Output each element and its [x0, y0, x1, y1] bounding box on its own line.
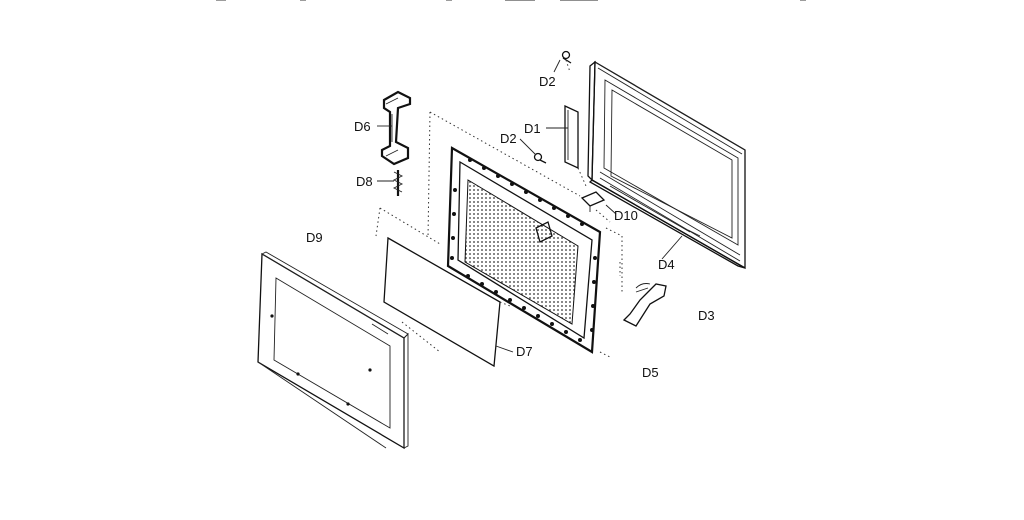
film-sheet-d7: [383, 236, 511, 368]
screw-d2-top: [561, 50, 572, 73]
label-d6: D6: [354, 119, 371, 134]
label-d9: D9: [306, 230, 323, 245]
label-d4: D4: [658, 257, 675, 272]
label-d2-top: D2: [539, 74, 556, 89]
screw-d2-middle: [533, 152, 547, 164]
door-frame-d5: [446, 146, 602, 354]
leader-lines: [377, 59, 683, 353]
label-d2-middle: D2: [500, 131, 517, 146]
label-d5: D5: [642, 365, 659, 380]
label-d10: D10: [614, 208, 638, 223]
frame-rivets: [450, 158, 597, 342]
label-d7: D7: [516, 344, 533, 359]
latch-clip-d10: [580, 191, 611, 223]
label-d8: D8: [356, 174, 373, 189]
projection-lines: [375, 111, 623, 359]
door-outer-panel-d4: [587, 60, 746, 270]
hinge-bar-d1: [564, 104, 587, 187]
latch-lever-d3: [622, 283, 667, 327]
part-labels: D2 D1 D2 D6 D8 D10 D9 D4 D3 D7 D5: [306, 74, 715, 380]
door-handle-d6: [380, 90, 412, 166]
label-d3: D3: [698, 308, 715, 323]
label-d1: D1: [524, 121, 541, 136]
inner-door-panel-d9: [257, 251, 409, 450]
spring-d8: [392, 170, 404, 196]
